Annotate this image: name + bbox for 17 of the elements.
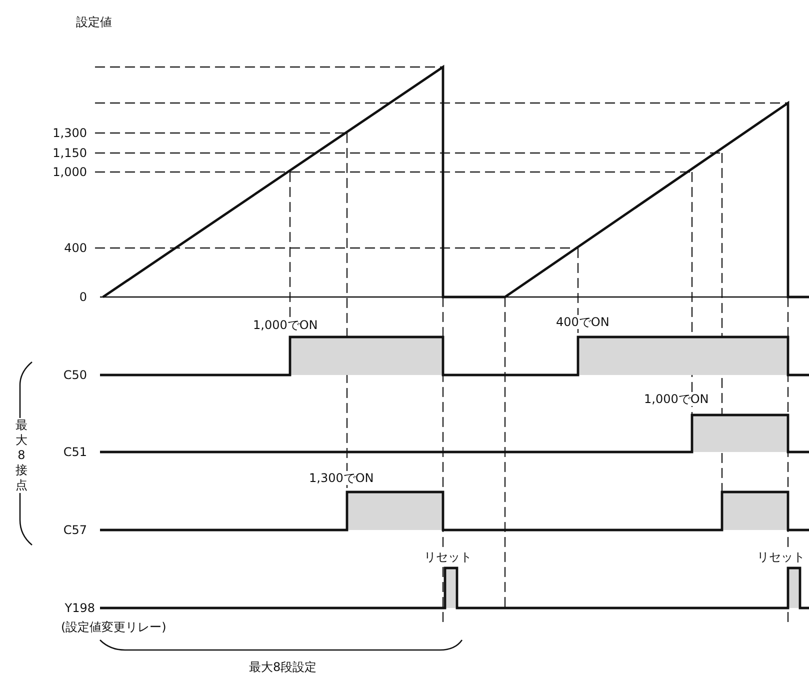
signal-name: C51 [62, 445, 88, 459]
threshold-label: 1,300でON [308, 471, 375, 485]
bracket-label: 最大8接点 [14, 418, 29, 493]
tick-label: 1,000 [52, 165, 88, 179]
signal-name: C50 [62, 368, 88, 382]
threshold-label: 1,000でON [252, 318, 319, 332]
axis-title: 設定値 [75, 15, 113, 29]
tick-label: 400 [63, 241, 88, 255]
threshold-label: 400でON [555, 315, 610, 329]
tick-label: 1,300 [52, 126, 88, 140]
bracket-label: 最大8段設定 [248, 660, 318, 674]
tick-label: 0 [78, 290, 88, 304]
signal-description: (設定値変更リレー) [60, 620, 168, 634]
threshold-label: 1,000でON [643, 392, 710, 406]
signal-name: C57 [62, 523, 88, 537]
signal-name: Y198 [64, 601, 96, 615]
tick-label: 1,150 [52, 146, 88, 160]
